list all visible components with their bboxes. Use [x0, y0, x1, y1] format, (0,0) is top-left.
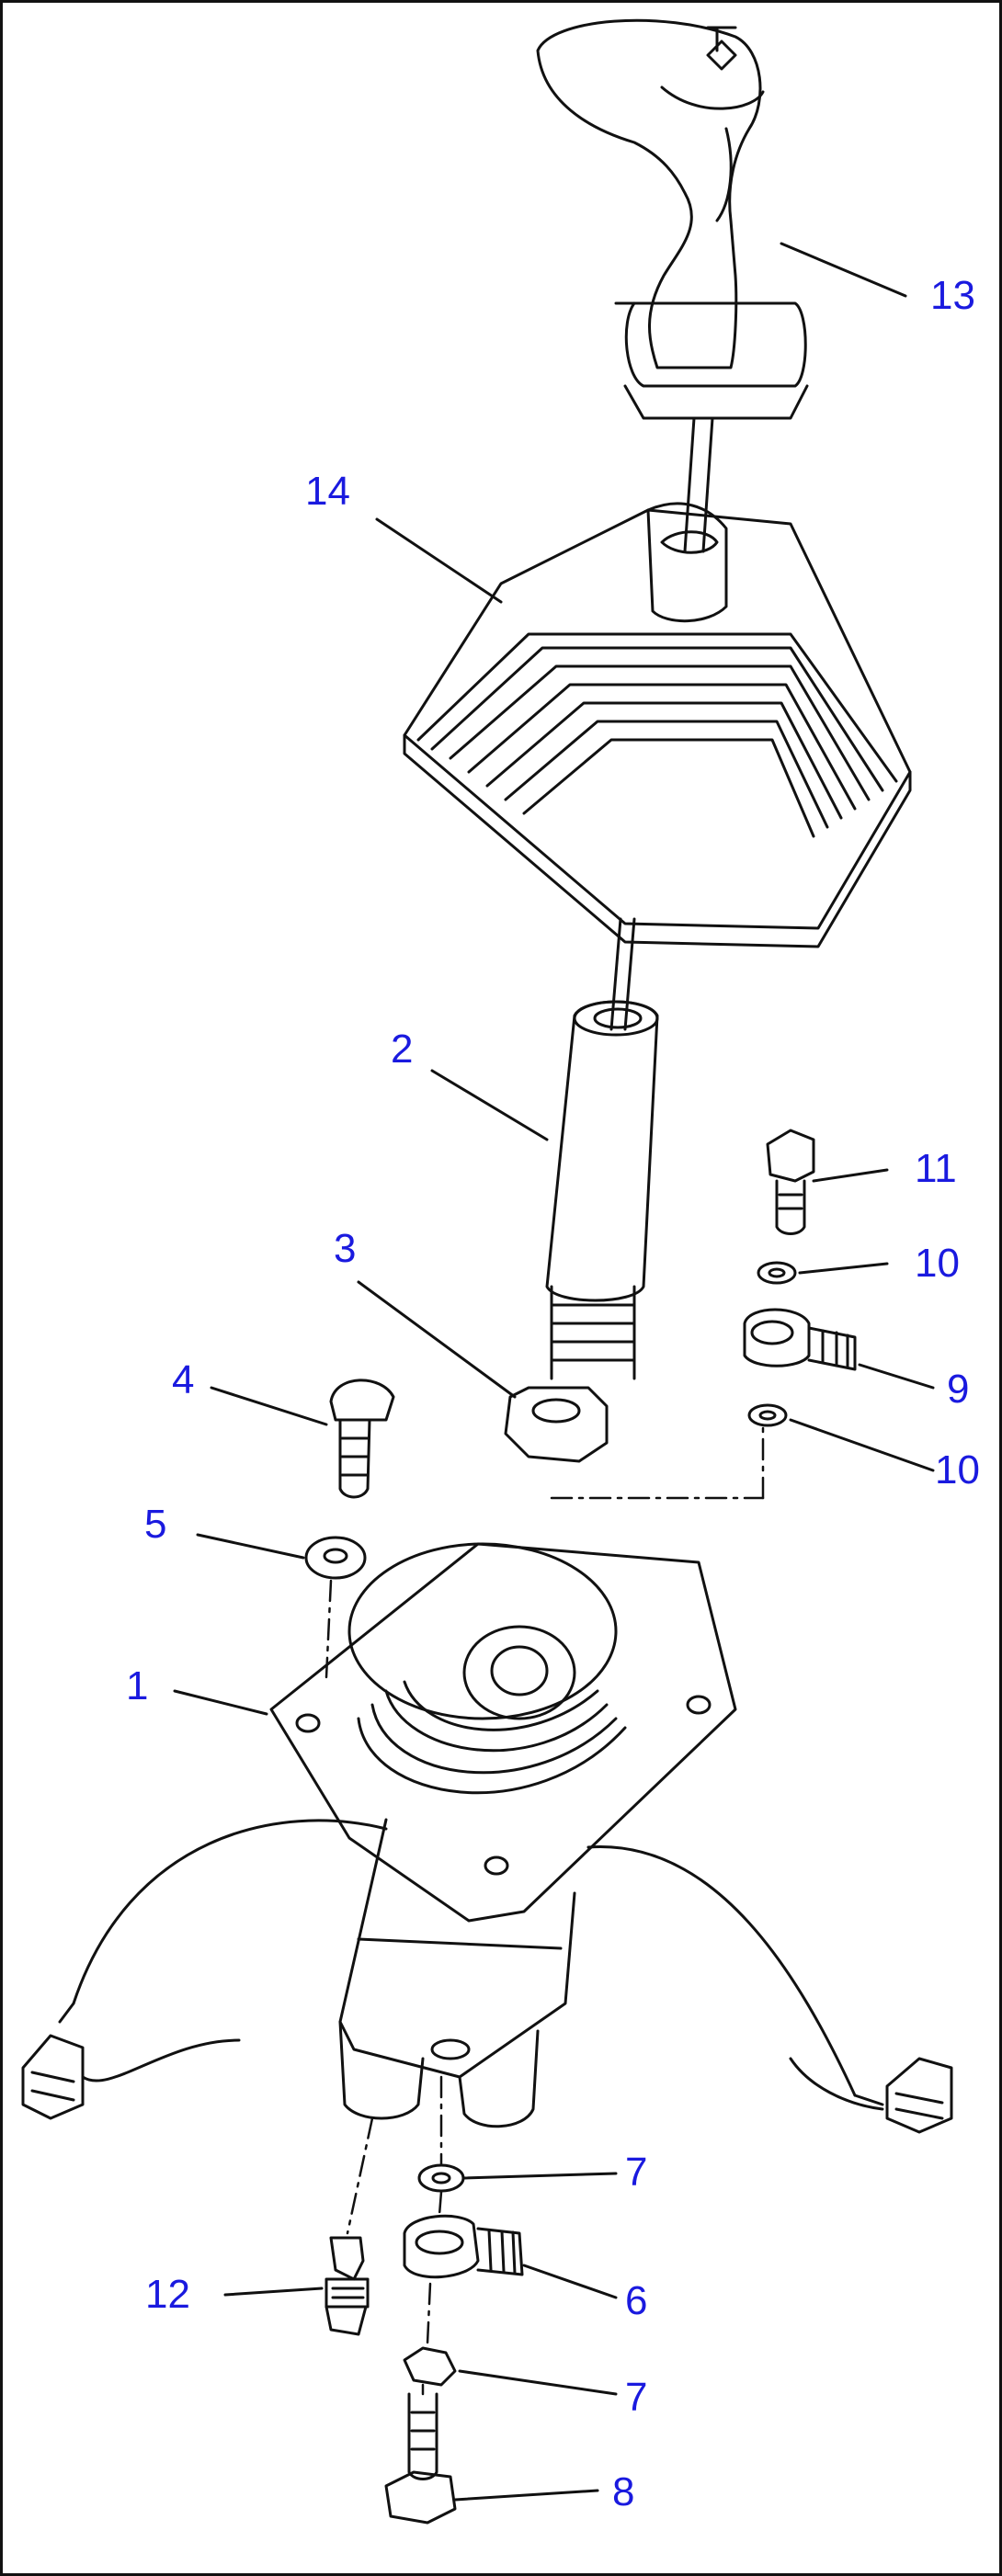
callout-2: 2 — [391, 1027, 414, 1072]
washer-7-lower — [403, 2346, 457, 2387]
callout-1: 1 — [126, 1663, 149, 1708]
assembly-centerlines — [325, 1423, 765, 2396]
lever-rod — [609, 416, 714, 1031]
callout-10-lower: 10 — [935, 1447, 980, 1492]
banjo-bolt-8 — [384, 2392, 457, 2525]
rubber-boot — [403, 502, 912, 948]
callout-7-upper: 7 — [625, 2150, 648, 2195]
mounting-washer — [304, 1536, 367, 1580]
callout-14: 14 — [305, 469, 350, 514]
callout-11: 11 — [915, 1146, 957, 1191]
callout-5: 5 — [144, 1502, 167, 1547]
leader-lines — [173, 242, 935, 2502]
elbow-fitting — [325, 2236, 370, 2336]
lever-sleeve — [545, 1000, 659, 1380]
callout-4: 4 — [172, 1357, 195, 1402]
banjo-fitting-6 — [403, 2214, 524, 2279]
callout-3: 3 — [334, 1226, 357, 1271]
banjo-fitting — [743, 1308, 857, 1371]
banjo-bolt — [766, 1129, 815, 1235]
washer-lower — [747, 1403, 788, 1427]
callout-8: 8 — [612, 2469, 635, 2514]
control-lever-knob — [536, 18, 809, 420]
callout-9: 9 — [947, 1367, 970, 1412]
lock-nut — [504, 1386, 609, 1463]
pilot-valve-assembly — [21, 1542, 953, 2134]
callout-7-lower: 7 — [625, 2375, 648, 2420]
callout-13: 13 — [930, 273, 975, 318]
callout-6: 6 — [625, 2278, 648, 2323]
callout-10-upper: 10 — [915, 1241, 960, 1286]
washer-upper — [757, 1261, 797, 1285]
callout-12: 12 — [145, 2272, 190, 2317]
mounting-bolt — [329, 1379, 395, 1499]
washer-7-upper — [417, 2163, 465, 2193]
